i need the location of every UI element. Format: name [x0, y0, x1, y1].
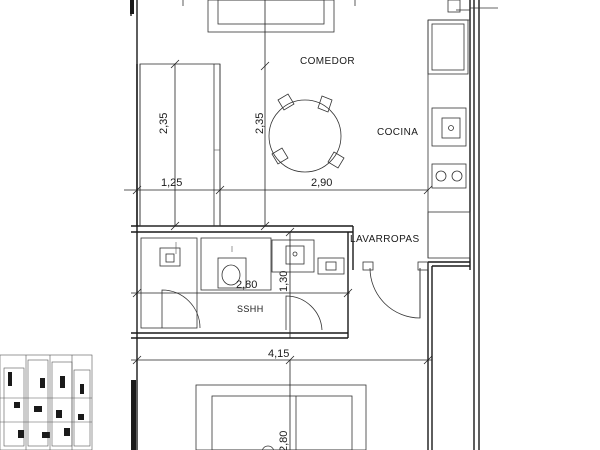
kitchen — [427, 19, 471, 259]
label-cocina: COCINA — [377, 127, 418, 138]
bed — [195, 384, 367, 450]
dim-width-right: 2,90 — [311, 177, 332, 189]
top-table — [182, 0, 356, 33]
dim-bath-width: 2,80 — [236, 279, 257, 291]
dim-center-height: 2,35 — [254, 113, 266, 134]
label-comedor: COMEDOR — [300, 56, 355, 67]
dim-lower-width: 4,15 — [268, 348, 289, 360]
laundry-door — [362, 261, 429, 319]
dim-left-height: 2,35 — [158, 113, 170, 134]
dim-width-left: 1,25 — [161, 177, 182, 189]
dim-lower-height: 2,80 — [278, 431, 290, 450]
label-sshh: SSHH — [237, 304, 264, 314]
dimension-lines — [124, 0, 433, 450]
bathroom — [140, 237, 345, 331]
label-lavarropas: LAVARROPAS — [350, 234, 420, 245]
walls — [130, 0, 498, 450]
dining-table — [268, 93, 345, 173]
wardrobe — [139, 63, 221, 227]
key-plan-thumbnail — [0, 354, 93, 450]
dim-bath-depth: 1,30 — [278, 271, 290, 292]
